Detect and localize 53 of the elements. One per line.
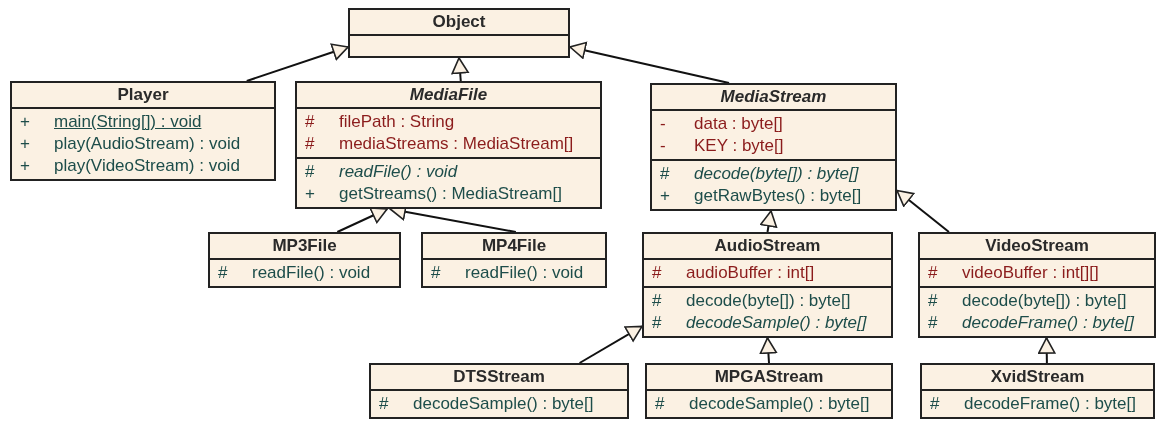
method-text: + getStreams() : MediaStream[] bbox=[304, 183, 562, 205]
method-text: # decodeFrame() : byte[] bbox=[927, 312, 1134, 334]
method-text: # readFile() : void bbox=[217, 262, 371, 284]
class-name: DTSStream bbox=[452, 366, 546, 388]
class-name: MediaStream bbox=[719, 86, 828, 108]
method-text: # decodeSample() : byte[] bbox=[654, 393, 870, 415]
class-name: MP4File bbox=[480, 235, 548, 257]
method-text: + play(VideoStream) : void bbox=[19, 155, 240, 177]
class-box bbox=[369, 363, 629, 419]
method-text: # readFile() : void bbox=[430, 262, 584, 284]
method-text: # decodeFrame() : byte[] bbox=[929, 393, 1136, 415]
class-box bbox=[208, 232, 401, 288]
method-text: + getRawBytes() : byte[] bbox=[659, 185, 862, 207]
attribute-text: # mediaStreams : MediaStream[] bbox=[304, 133, 574, 155]
class-name: XvidStream bbox=[989, 366, 1086, 388]
method-text: # decode(byte[]) : byte[] bbox=[659, 163, 859, 185]
generalization-arrow bbox=[759, 210, 778, 233]
method-text: # decode(byte[]) : byte[] bbox=[927, 290, 1127, 312]
class-box bbox=[421, 232, 607, 288]
class-box bbox=[920, 363, 1155, 419]
class-box bbox=[918, 232, 1156, 338]
attribute-text: - data : byte[] bbox=[659, 113, 783, 135]
generalization-arrow bbox=[578, 325, 643, 364]
class-box bbox=[10, 81, 276, 181]
generalization-arrow bbox=[896, 189, 950, 233]
attribute-text: # audioBuffer : int[] bbox=[651, 262, 815, 284]
attribute-text: # videoBuffer : int[][] bbox=[927, 262, 1099, 284]
method-text: # decodeSample() : byte[] bbox=[651, 312, 867, 334]
class-name: AudioStream bbox=[713, 235, 822, 257]
method-text: + main(String[]) : void bbox=[19, 111, 202, 133]
method-text: # decode(byte[]) : byte[] bbox=[651, 290, 851, 312]
class-box bbox=[348, 8, 570, 58]
class-box bbox=[645, 363, 893, 419]
class-name: MediaFile bbox=[408, 84, 489, 106]
generalization-arrow bbox=[245, 43, 349, 82]
class-name: VideoStream bbox=[984, 235, 1090, 257]
attribute-text: # filePath : String bbox=[304, 111, 455, 133]
class-box bbox=[650, 83, 897, 211]
method-text: # decodeSample() : byte[] bbox=[378, 393, 594, 415]
class-name: MPGAStream bbox=[713, 366, 825, 388]
class-box bbox=[642, 232, 893, 338]
class-name: MP3File bbox=[271, 235, 338, 257]
generalization-arrow bbox=[1037, 337, 1056, 364]
attribute-text: - KEY : byte[] bbox=[659, 135, 784, 157]
class-box bbox=[295, 81, 602, 209]
method-text: + play(AudioStream) : void bbox=[19, 133, 241, 155]
generalization-arrow bbox=[569, 41, 731, 84]
generalization-arrow bbox=[336, 207, 389, 233]
generalization-arrow bbox=[451, 57, 469, 82]
class-name: Object bbox=[431, 11, 487, 33]
class-name: Player bbox=[116, 84, 170, 106]
generalization-arrow bbox=[759, 337, 778, 364]
method-text: # readFile() : void bbox=[304, 161, 458, 183]
